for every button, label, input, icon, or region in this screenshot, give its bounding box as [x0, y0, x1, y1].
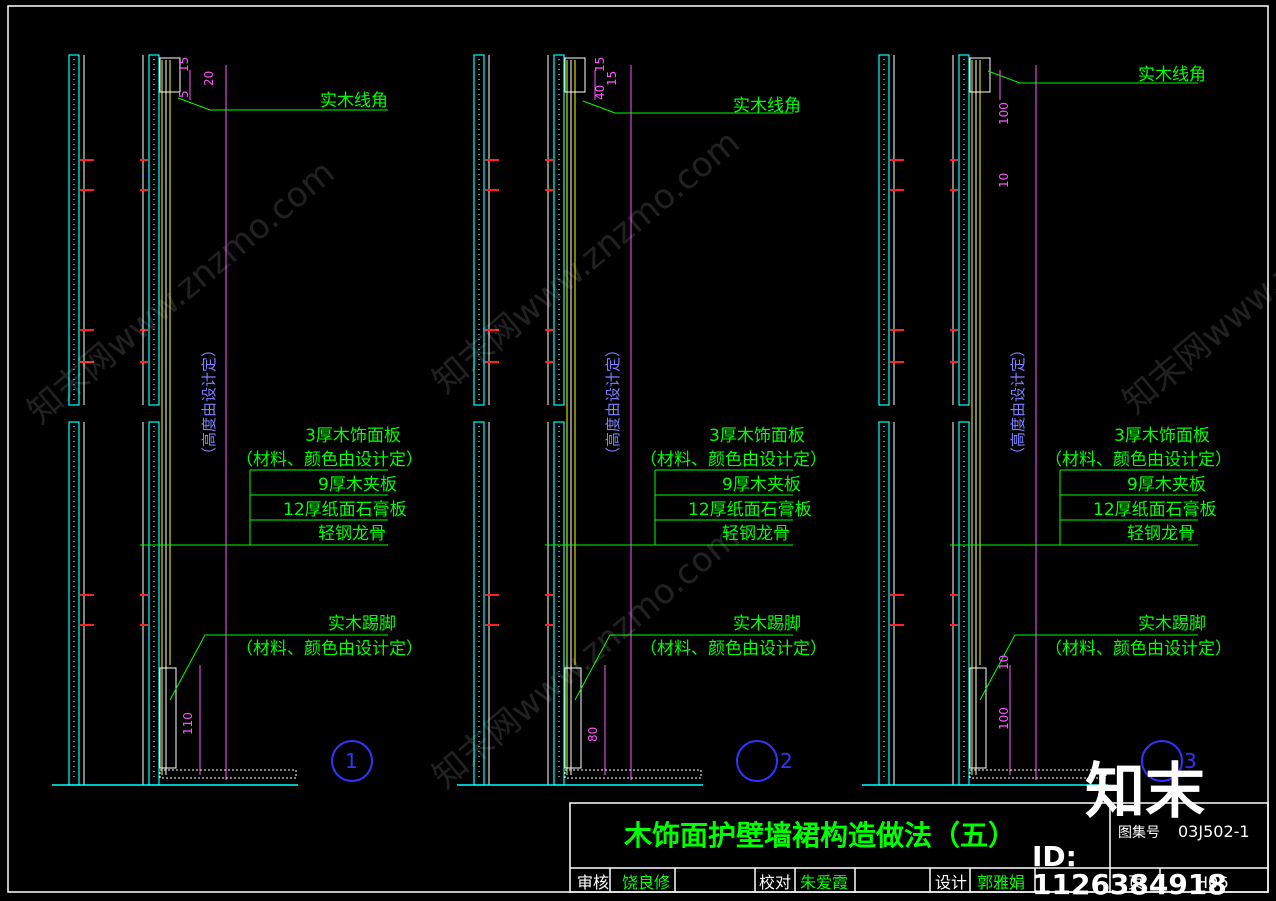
- detail-3-floor-finish: [969, 769, 1107, 779]
- detail-3-dim: 100: [997, 102, 1011, 125]
- detail-1-layer-3: 12厚纸面石膏板: [283, 500, 407, 520]
- detail-2-layer-4: 轻钢龙骨: [722, 524, 790, 544]
- detail-1-dim: 15: [177, 56, 191, 72]
- detail-2-skirting: [564, 667, 582, 769]
- detail-1-leader-top: [177, 97, 388, 111]
- detail-2-dim: 80: [586, 726, 600, 742]
- detail-2-leader-base: [574, 634, 793, 701]
- detail-2-layer-3: 12厚纸面石膏板: [688, 500, 812, 520]
- detail-3-top-molding: [969, 57, 991, 93]
- page-label: 页: [1128, 873, 1145, 892]
- detail-2-leader-top: [582, 100, 793, 114]
- watermark-logo: 知末: [1085, 757, 1205, 827]
- detail-3-layer-3: 12厚纸面石膏板: [1093, 500, 1217, 520]
- detail-2-layer-2: 9厚木夹板: [722, 475, 801, 495]
- detail-1-height-note: （高度由设计定）: [200, 341, 218, 462]
- detail-2-base-note: （材料、颜色由设计定）: [640, 639, 827, 659]
- page-number: H06: [1196, 873, 1229, 892]
- detail-1-right-wall: [148, 54, 160, 406]
- detail-3-number-circle: [1141, 740, 1183, 782]
- detail-1-base-note: （材料、颜色由设计定）: [236, 639, 423, 659]
- detail-1-dim: 20: [202, 70, 216, 86]
- detail-1-number-circle: [331, 740, 373, 782]
- detail-1-dim: 110: [181, 712, 195, 735]
- detail-2-layer-note: （材料、颜色由设计定）: [640, 450, 827, 470]
- detail-1-layer-4: 轻钢龙骨: [318, 524, 386, 544]
- detail-1-left-wall: [68, 54, 80, 406]
- detail-3-base-note: （材料、颜色由设计定）: [1045, 639, 1232, 659]
- detail-1-skirting: [159, 667, 177, 769]
- detail-3-right-wall: [958, 54, 970, 406]
- detail-1-base-label: 实木踢脚: [328, 614, 396, 634]
- detail-3-layer-2: 9厚木夹板: [1127, 475, 1206, 495]
- detail-3-leader-base: [979, 634, 1198, 701]
- detail-2-left-wall: [473, 54, 485, 406]
- design-label: 设计: [935, 873, 968, 892]
- detail-2-number: 2: [780, 749, 793, 773]
- check-label: 校对: [759, 873, 792, 892]
- detail-2-top-label: 实木线角: [733, 96, 801, 116]
- detail-1-floor-finish: [159, 769, 297, 779]
- detail-1-leader-base: [169, 634, 388, 701]
- atlas-label: 图集号: [1118, 825, 1160, 841]
- detail-3-height-note: （高度由设计定）: [1009, 341, 1027, 462]
- detail-2-layer-1: 3厚木饰面板: [709, 426, 805, 446]
- detail-1-number: 1: [345, 749, 358, 773]
- detail-2-dim: 40: [593, 84, 607, 100]
- detail-2-dim: 15: [605, 70, 619, 86]
- detail-2-height-note: （高度由设计定）: [604, 341, 622, 462]
- detail-3-skirting: [969, 667, 987, 769]
- atlas-number: 03J502-1: [1178, 822, 1250, 841]
- detail-2-right-wall: [553, 54, 565, 406]
- detail-3-left-wall: [878, 54, 890, 406]
- detail-3-base-label: 实木踢脚: [1138, 614, 1206, 634]
- detail-groups: [52, 54, 1198, 786]
- detail-1-top-label: 实木线角: [320, 91, 388, 111]
- title-block-frame: [569, 802, 1269, 893]
- detail-3-layer-1: 3厚木饰面板: [1114, 426, 1210, 446]
- detail-2-floor-finish: [564, 769, 702, 779]
- detail-2-dim: 15: [593, 56, 607, 72]
- drawing-title: 木饰面护壁墙裙构造做法（五）: [624, 819, 1017, 852]
- detail-1-layer-2: 9厚木夹板: [318, 475, 397, 495]
- detail-2-top-molding: [564, 57, 586, 93]
- detail-1-dim: 5: [177, 90, 191, 98]
- designer-name: 郭雅娟: [977, 873, 1026, 892]
- detail-3-dim: 10: [997, 172, 1011, 188]
- detail-3-leader-top: [987, 70, 1198, 84]
- detail-2-base-label: 实木踢脚: [733, 614, 801, 634]
- review-label: 审核: [577, 873, 610, 892]
- detail-3-layer-4: 轻钢龙骨: [1127, 524, 1195, 544]
- detail-1-top-molding: [159, 57, 181, 93]
- reviewer-name: 饶良修: [622, 873, 671, 892]
- watermark-id: ID: 1126384918: [1032, 840, 1227, 901]
- detail-3-dim: 100: [997, 707, 1011, 730]
- detail-2-number-circle: [736, 740, 778, 782]
- detail-3-number: 3: [1184, 749, 1197, 773]
- checker-name: 朱爱霞: [800, 873, 849, 892]
- detail-1-layer-1: 3厚木饰面板: [305, 426, 401, 446]
- detail-3-layer-note: （材料、颜色由设计定）: [1045, 450, 1232, 470]
- drawing-border: [7, 5, 1269, 893]
- detail-1-layer-note: （材料、颜色由设计定）: [236, 450, 423, 470]
- detail-3-top-label: 实木线角: [1138, 65, 1206, 85]
- detail-3-dim: 10: [997, 654, 1011, 670]
